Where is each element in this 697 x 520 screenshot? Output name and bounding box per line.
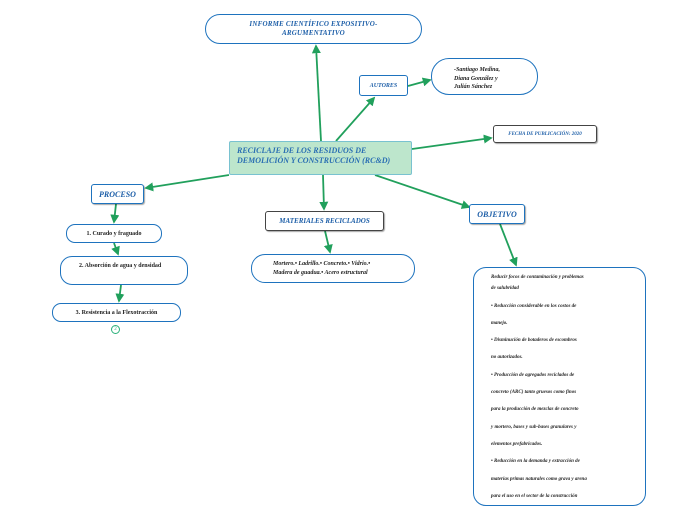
materials-line: Mortero.• Ladrillo.• Concreto.• Vidrio.• (273, 261, 371, 267)
authors-label-node[interactable]: AUTORES (359, 75, 408, 96)
process-label-node[interactable]: PROCESO (91, 184, 144, 204)
link-materials (319, 174, 329, 211)
link-materials-detail (323, 230, 333, 254)
central-topic-line: RECICLAJE DE LOS RESIDUOS DE (237, 146, 367, 155)
title-text: Informe científico expositivo-argumentat… (249, 20, 378, 37)
objective-line: Reducir focos de contaminación y problem… (491, 275, 584, 280)
objective-line: • Producción de agregados reciclados de (491, 372, 575, 378)
materials-line: Madera de guadua.• Acero estructural (273, 270, 368, 276)
process-step-1[interactable]: 1. Curado y fraguado (66, 224, 162, 243)
process-step-text: 2. Absorción de agua y densidad (79, 263, 162, 269)
collapsed-count-badge[interactable]: 2 (111, 325, 120, 334)
objective-line: materias primas naturales como grava y a… (491, 476, 587, 482)
link-title (311, 44, 322, 142)
materials-label-node[interactable]: MATERIALES RECICLADOS (265, 211, 384, 231)
objective-line: elementos prefabricados. (491, 441, 543, 447)
link-objective (374, 174, 471, 209)
central-topic-line: DEMOLICIÓN Y CONSTRUCCIÓN (RC&D) (237, 156, 391, 165)
author-line: -Santiago Medina, (454, 67, 501, 73)
link-authors-detail (407, 77, 432, 87)
process-step-text: 3. Resistencia a la Flexotracción (75, 309, 158, 316)
objective-label-text: OBJETIVO (477, 209, 517, 219)
objective-line: para el uso en el sector de la construcc… (491, 493, 578, 499)
collapsed-count-text: 2 (114, 327, 117, 332)
process-step-2[interactable]: 2. Absorción de agua y densidad (60, 256, 188, 285)
author-line: Julián Sánchez (454, 84, 493, 90)
link-date (411, 134, 493, 150)
objective-line: y mortero, bases y sub-bases granulares … (491, 424, 577, 430)
link-process (144, 174, 230, 192)
objective-line: • Disminución de botaderos de escombros (491, 338, 577, 344)
authors-label-text: AUTORES (369, 82, 398, 89)
objective-line: • Reducción en la demanda y extracción d… (491, 459, 580, 465)
link-step3 (115, 284, 125, 303)
process-step-3[interactable]: 3. Resistencia a la Flexotracción (52, 303, 181, 322)
process-step-text: 1. Curado y fraguado (86, 230, 142, 237)
materials-node[interactable]: Mortero.• Ladrillo.• Concreto.• Vidrio.•… (251, 254, 415, 283)
objective-label-node[interactable]: OBJETIVO (469, 204, 525, 224)
objective-line: manejo. (491, 320, 508, 326)
objective-line: no autorizados. (491, 355, 523, 361)
link-authors (335, 96, 376, 142)
author-line: Diana González y (454, 75, 498, 82)
objective-line: de salubridad (491, 286, 519, 292)
link-step1 (110, 203, 120, 224)
objective-line: para la producción de mezclas de concret… (491, 407, 579, 413)
objective-line: • Reducción considerable en los costos d… (491, 303, 577, 309)
publication-date-node[interactable]: FECHA DE PUBLICACIÓN: 2020 (493, 125, 597, 143)
objective-node[interactable]: Reducir focos de contaminación y problem… (473, 267, 646, 506)
link-objective-detail (499, 223, 518, 267)
publication-date-text: FECHA DE PUBLICACIÓN: 2020 (508, 131, 582, 137)
objective-line: concreto (ARC) tanto gruesos como finos (491, 390, 577, 396)
process-label-text: PROCESO (99, 189, 136, 199)
authors-node[interactable]: -Santiago Medina, Diana González y Juliá… (431, 58, 538, 95)
materials-label-text: MATERIALES RECICLADOS (279, 217, 370, 225)
title-node[interactable]: Informe científico expositivo-argumentat… (205, 14, 422, 44)
central-topic-node[interactable]: RECICLAJE DE LOS RESIDUOS DE DEMOLICIÓN … (229, 141, 412, 175)
link-step2 (111, 242, 120, 256)
